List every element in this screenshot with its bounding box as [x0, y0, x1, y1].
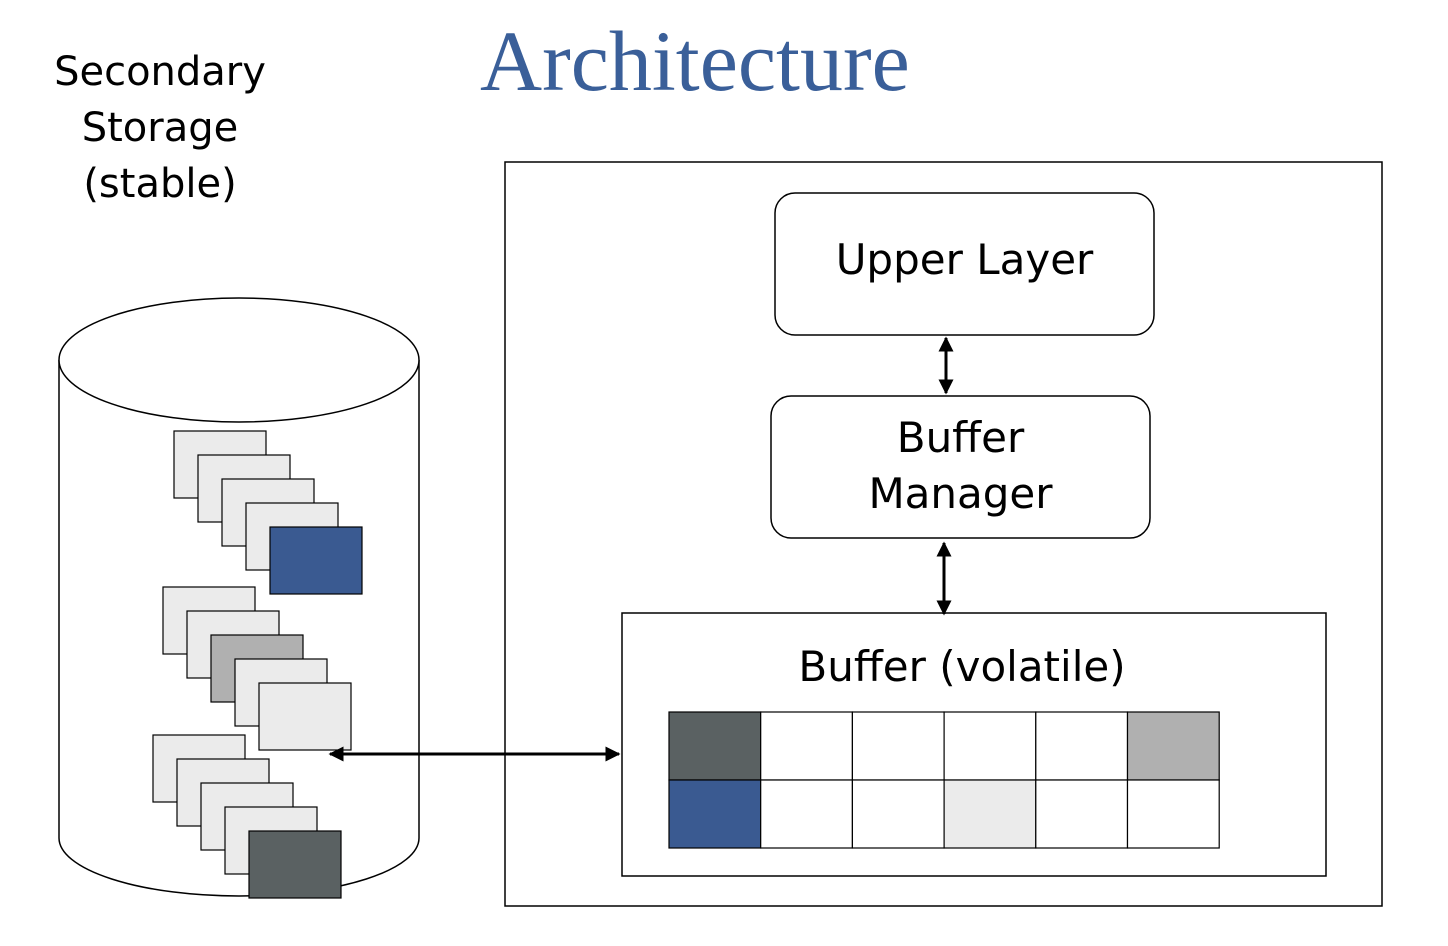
upper-layer-label: Upper Layer	[835, 235, 1094, 284]
buffer-frame	[851, 779, 945, 849]
buffer-frame	[760, 779, 854, 849]
buffer-manager-line2: Manager	[868, 469, 1053, 518]
page-icon	[258, 682, 352, 751]
page-icon	[248, 830, 342, 899]
slide-title: Architecture	[480, 13, 910, 109]
system-box	[504, 161, 1383, 907]
storage-label-line1: Secondary	[54, 49, 266, 95]
secondary-storage-label: Secondary Storage (stable)	[30, 44, 290, 212]
buffer-frame	[1126, 711, 1220, 781]
buffer-frame	[668, 711, 762, 781]
buffer-manager-label: Buffer Manager	[771, 410, 1150, 522]
buffer-frame	[760, 711, 854, 781]
page-icon	[269, 526, 363, 595]
buffer-frame	[1126, 779, 1220, 849]
buffer-box	[621, 612, 1327, 877]
buffer-frame	[943, 711, 1037, 781]
storage-label-line2: Storage	[81, 105, 239, 151]
buffer-frame	[1035, 779, 1129, 849]
buffer-frame	[851, 711, 945, 781]
storage-label-line3: (stable)	[83, 161, 237, 207]
buffer-frame	[1035, 711, 1129, 781]
buffer-manager-line1: Buffer	[896, 413, 1025, 462]
buffer-manager-box	[770, 395, 1151, 539]
disk-page-stacks	[152, 430, 363, 899]
upper-layer-box	[774, 192, 1155, 336]
buffer-frame	[668, 779, 762, 849]
buffer-label: Buffer (volatile)	[798, 642, 1126, 691]
buffer-frame-grid	[668, 711, 1220, 849]
buffer-frame	[943, 779, 1037, 849]
